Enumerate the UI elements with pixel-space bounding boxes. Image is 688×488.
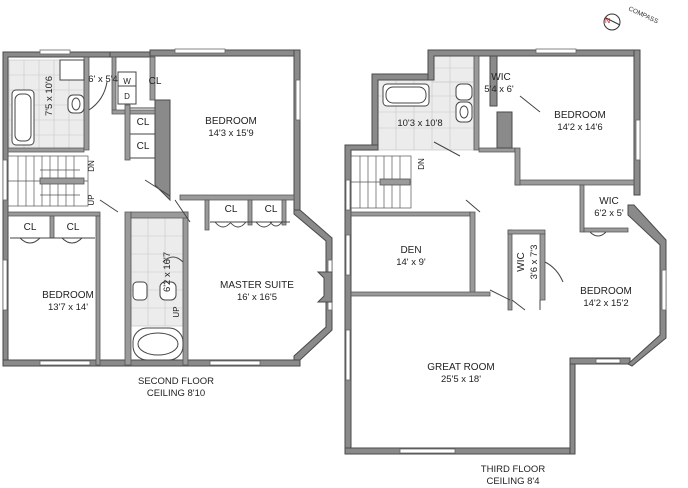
second-floor-closet-label-left-2: CL — [67, 222, 80, 233]
second-floor-dryer-label: D — [124, 92, 130, 101]
third-floor-ceiling: CEILING 8'4 — [486, 476, 539, 487]
third-floor-bath-size: 10'3 x 10'8 — [397, 118, 442, 129]
second-floor-closet-label-laundry: CL — [149, 76, 162, 87]
third-floor-bedroom-top-name: BEDROOM — [554, 110, 606, 121]
third-floor-wic-top-name: WIC — [491, 72, 510, 83]
second-floor-bedroom-top-size: 14'3 x 15'9 — [208, 128, 253, 139]
second-floor-bath-size: 7'5 x 10'6 — [44, 76, 55, 116]
compass-label: COMPASS — [627, 5, 660, 25]
third-floor-bedroom-right-name: BEDROOM — [580, 286, 632, 297]
second-floor-master-bath-size: 6'2 x 16'7 — [162, 252, 173, 292]
third-floor-dn-label: DN — [417, 158, 426, 170]
third-floor-wic-right-size: 6'2 x 5' — [594, 208, 624, 219]
compass: N COMPASS — [603, 5, 660, 31]
second-floor-closet-label-hall-2: CL — [137, 141, 150, 152]
second-floor-closet-label-left-1: CL — [24, 222, 37, 233]
second-floor-dn-label: DN — [87, 160, 96, 172]
third-floor-den-name: DEN — [400, 245, 421, 256]
compass-north: N — [605, 18, 610, 25]
second-floor-master-size: 16' x 16'5 — [237, 292, 277, 303]
third-floor-great-room-size: 25'5 x 18' — [441, 374, 481, 385]
third-floor-great-room-name: GREAT ROOM — [427, 362, 494, 373]
second-floor-closet-label-hall-1: CL — [137, 117, 150, 128]
second-floor-closet-label-master-2: CL — [265, 204, 278, 215]
third-floor-wic-top-size: 5'4 x 6' — [484, 84, 514, 95]
second-floor-laundry-size: 6' x 5'4 — [88, 74, 118, 85]
third-floor-wic-mid-name: WIC — [516, 252, 527, 271]
second-floor-ceiling: CEILING 8'10 — [147, 388, 205, 399]
second-floor-bedroom-left-size: 13'7 x 14' — [48, 302, 88, 313]
third-floor-bedroom-top-size: 14'2 x 14'6 — [557, 122, 602, 133]
second-floor-plan: 7'5 x 10'6 6' x 5'4 W D CL CL CL BEDROOM… — [2, 48, 333, 399]
second-floor-bedroom-left-name: BEDROOM — [42, 290, 94, 301]
second-floor-washer-label: W — [123, 77, 131, 86]
second-floor-master-name: MASTER SUITE — [220, 280, 294, 291]
third-floor-plan: 10'3 x 10'8 WIC 5'4 x 6' BEDROOM 14'2 x … — [344, 48, 667, 487]
second-floor-up-label: UP — [87, 194, 96, 205]
third-floor-den-size: 14' x 9' — [396, 257, 426, 268]
second-floor-bedroom-top-name: BEDROOM — [205, 116, 257, 127]
second-floor-caption: SECOND FLOOR — [138, 376, 214, 387]
second-floor-up-label-bath: UP — [172, 306, 181, 317]
second-floor-closet-label-master-1: CL — [225, 204, 238, 215]
third-floor-caption: THIRD FLOOR — [481, 464, 546, 475]
third-floor-wic-mid-size: 3'6 x 7'3 — [529, 245, 540, 280]
third-floor-wic-right-name: WIC — [599, 196, 618, 207]
third-floor-bedroom-right-size: 14'2 x 15'2 — [583, 298, 628, 309]
